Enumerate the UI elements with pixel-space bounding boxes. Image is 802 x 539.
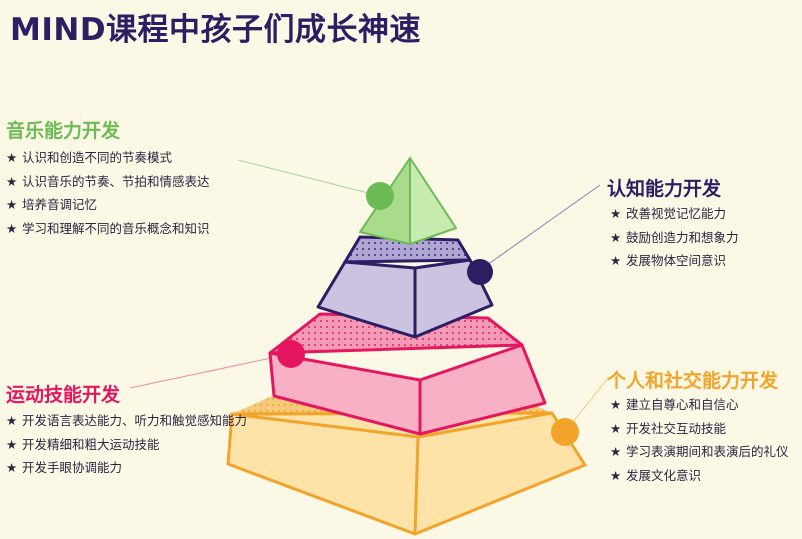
list-item: ★ 改善视觉记忆能力 [610, 202, 739, 226]
list-item: ★学习和理解不同的音乐概念和知识 [6, 217, 210, 241]
star-icon: ★ [6, 197, 18, 212]
list-item-label: 发展物体空间意识 [626, 253, 727, 268]
motor-connector-line [129, 353, 291, 389]
star-icon: ★ [6, 220, 18, 236]
music-skill-list: ★认识和创造不同的节奏模式 ★认识音乐的节奏、节拍和情感表达 ★培养音调记忆 ★… [6, 146, 210, 240]
list-item: ★认识音乐的节奏、节拍和情感表达 [6, 170, 210, 194]
cognitive-connector-line [479, 184, 601, 271]
motor-heading: 运动技能开发 [6, 384, 121, 406]
list-item: ★ 发展物体空间意识 [610, 249, 739, 273]
list-item-label: 认识音乐的节奏、节拍和情感表达 [22, 173, 210, 189]
music-marker-dot [366, 182, 394, 210]
star-icon: ★ [6, 173, 18, 189]
list-item: ★开发社交互动技能 [610, 417, 789, 441]
list-item-label: 开发手眼协调能力 [22, 460, 123, 475]
list-item: ★鼓励创造力和想象力 [610, 226, 739, 250]
list-item: ★ 认识和创造不同的节奏模式 [6, 146, 210, 170]
cognitive-marker-dot [467, 259, 493, 285]
list-item: ★开发精细和粗大运动技能 [6, 433, 247, 457]
list-item: ★发展文化意识 [610, 464, 789, 488]
list-item-label: 改善视觉记忆能力 [626, 206, 727, 221]
music-heading: 音乐能力开发 [6, 120, 121, 142]
star-icon: ★ [610, 253, 622, 268]
list-item: ★ 开发手眼协调能力 [6, 456, 247, 480]
list-item-label: 学习表演期间和表演后的礼仪 [626, 444, 789, 459]
social-marker-dot [551, 418, 579, 446]
cognitive-heading: 认知能力开发 [607, 178, 722, 200]
page-title: MIND课程中孩子们成长神速 [10, 12, 422, 48]
list-item-label: 学习和理解不同的音乐概念和知识 [22, 220, 210, 236]
star-icon: ★ [610, 397, 622, 412]
list-item-label: 鼓励创造力和想象力 [626, 229, 739, 245]
list-item-label: 培养音调记忆 [22, 197, 98, 212]
list-item: ★ 开发语言表达能力、听力和触觉感知能力 [6, 409, 247, 433]
music-connector-line [237, 159, 381, 197]
social-skill-list: ★建立自尊心和自信心 ★开发社交互动技能 ★学习表演期间和表演后的礼仪 ★发展文… [610, 393, 789, 487]
list-item-label: 发展文化意识 [626, 467, 702, 483]
pyramid-tier-motor [268, 312, 547, 436]
star-icon: ★ [6, 413, 18, 428]
star-icon: ★ [6, 150, 18, 165]
list-item-label: 开发社交互动技能 [626, 420, 727, 436]
list-item-label: 认识和创造不同的节奏模式 [22, 150, 173, 165]
list-item-label: 建立自尊心和自信心 [626, 397, 739, 412]
list-item-label: 开发语言表达能力、听力和触觉感知能力 [22, 413, 248, 428]
list-item-label: 开发精细和粗大运动技能 [22, 436, 160, 452]
list-item: ★ 建立自尊心和自信心 [610, 393, 789, 417]
cognitive-skill-list: ★改善视觉记忆能力 ★鼓励创造力和想象力 ★发展物体空间意识 [610, 202, 739, 273]
motor-marker-dot [277, 340, 305, 368]
list-item: ★ 培养音调记忆 [6, 193, 210, 217]
list-item: ★ 学习表演期间和表演后的礼仪 [610, 440, 789, 464]
motor-skill-list: ★开发语言表达能力、听力和触觉感知能力 ★开发精细和粗大运动技能 ★开发手眼协调… [6, 409, 247, 480]
star-icon: ★ [6, 460, 18, 475]
pyramid-tier-cognitive [316, 235, 494, 339]
star-icon: ★ [610, 420, 622, 436]
star-icon: ★ [610, 229, 622, 245]
social-heading: 个人和社交能力开发 [607, 370, 779, 392]
star-icon: ★ [6, 436, 18, 452]
star-icon: ★ [610, 467, 622, 483]
star-icon: ★ [610, 444, 622, 459]
star-icon: ★ [610, 206, 622, 221]
